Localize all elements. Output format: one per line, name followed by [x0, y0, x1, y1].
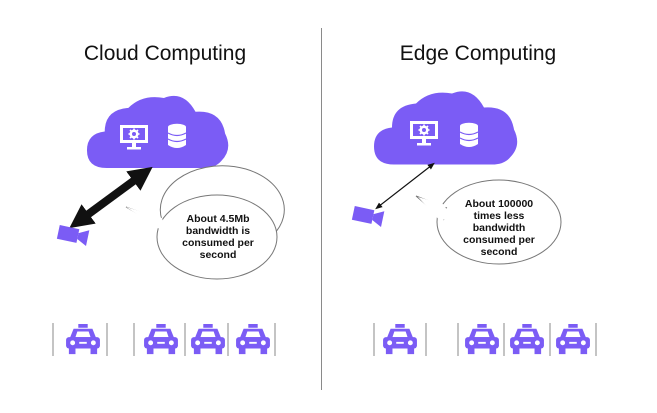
edge-bandwidth-label: About 100000 times less bandwidth consum…	[463, 198, 535, 258]
database-icon	[167, 123, 187, 149]
edge-computing-title: Edge Computing	[399, 42, 557, 65]
cloud-computing-title: Cloud Computing	[83, 42, 247, 65]
edge-computing-panel	[351, 91, 597, 356]
camera-icon	[351, 205, 385, 227]
left-car-row	[52, 323, 276, 356]
cloud-icon	[86, 95, 229, 168]
car-icon	[556, 324, 590, 355]
bandwidth-arrow	[375, 162, 435, 210]
car-icon	[144, 324, 178, 355]
panel-divider	[321, 28, 322, 390]
cloud-icon	[374, 91, 518, 165]
car-icon	[66, 324, 100, 355]
cloud-computing-panel	[52, 95, 285, 356]
car-icon	[383, 324, 417, 355]
car-icon	[510, 324, 544, 355]
database-icon	[459, 122, 479, 148]
speech-bubble	[436, 179, 562, 265]
car-icon	[236, 324, 270, 355]
right-car-row	[373, 323, 597, 356]
cloud-bandwidth-label: About 4.5Mb bandwidth is consumed per se…	[182, 213, 254, 261]
camera-icon	[56, 224, 90, 246]
car-icon	[191, 324, 225, 355]
car-icon	[465, 324, 499, 355]
bandwidth-arrow	[69, 166, 153, 229]
